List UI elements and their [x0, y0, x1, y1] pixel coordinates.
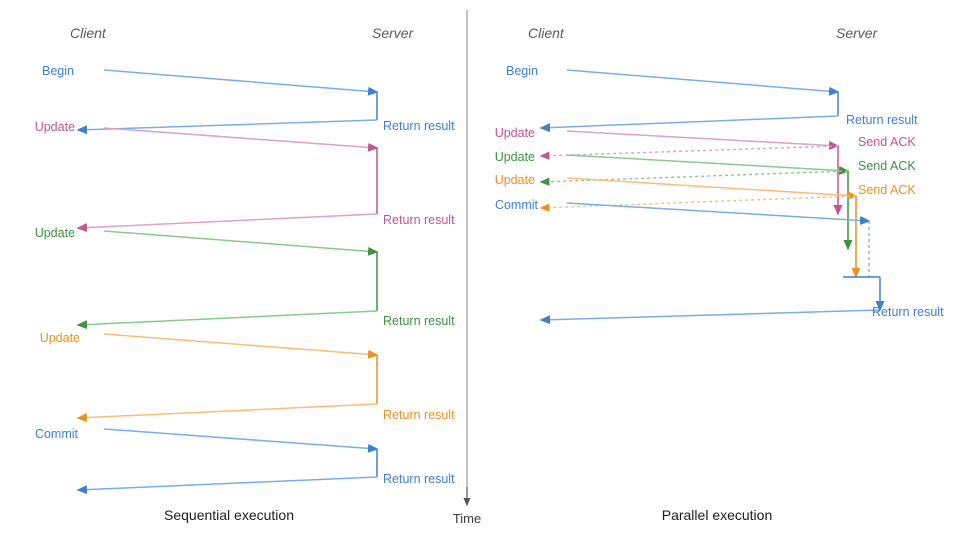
par-ack-label-1: Send ACK — [858, 135, 916, 149]
par-msg-label-3: Update — [495, 173, 535, 187]
seq-reply-2 — [76, 310, 378, 330]
par-request-2 — [566, 154, 850, 175]
par-ack-2 — [539, 170, 849, 186]
seq-server-header: Server — [372, 25, 415, 41]
seq-request-4 — [103, 428, 379, 453]
seq-client-header: Client — [70, 25, 107, 41]
seq-reply-label-4: Return result — [383, 472, 455, 486]
seq-msg-label-0: Begin — [42, 64, 74, 78]
par-request-1 — [566, 130, 840, 150]
par-reply-0 — [539, 115, 839, 133]
par-caption: Parallel execution — [662, 507, 773, 523]
seq-msg-label-1: Update — [35, 120, 75, 134]
seq-msg-label-4: Commit — [35, 427, 79, 441]
seq-reply-label-2: Return result — [383, 314, 455, 328]
par-server-header: Server — [836, 25, 879, 41]
seq-msg-label-2: Update — [35, 226, 75, 240]
seq-reply-1 — [76, 213, 378, 233]
par-ack-3 — [539, 195, 857, 212]
seq-reply-label-1: Return result — [383, 213, 455, 227]
par-msg-label-2: Update — [495, 150, 535, 164]
par-final-reply — [539, 309, 881, 325]
par-request-3 — [566, 177, 858, 200]
seq-reply-label-3: Return result — [383, 408, 455, 422]
seq-reply-0 — [76, 119, 378, 135]
time-axis-label: Time — [453, 511, 481, 526]
par-msg-label-0: Begin — [506, 64, 538, 78]
par-ack-label-3: Send ACK — [858, 183, 916, 197]
seq-request-1 — [103, 127, 379, 152]
par-msg-label-1: Update — [495, 126, 535, 140]
par-reply-label-0: Return result — [846, 113, 918, 127]
seq-reply-3 — [76, 403, 378, 423]
par-msg-label-4: Commit — [495, 198, 539, 212]
seq-request-3 — [103, 333, 379, 359]
seq-request-0 — [103, 69, 379, 96]
par-ack-1 — [539, 145, 839, 160]
par-request-4 — [566, 202, 871, 225]
seq-reply-label-0: Return result — [383, 119, 455, 133]
seq-reply-4 — [76, 476, 378, 495]
seq-msg-label-3: Update — [40, 331, 80, 345]
par-final-reply-label: Return result — [872, 305, 944, 319]
seq-request-2 — [103, 230, 379, 256]
par-client-header: Client — [528, 25, 565, 41]
seq-caption: Sequential execution — [164, 507, 294, 523]
par-ack-label-2: Send ACK — [858, 159, 916, 173]
par-request-0 — [566, 69, 840, 96]
